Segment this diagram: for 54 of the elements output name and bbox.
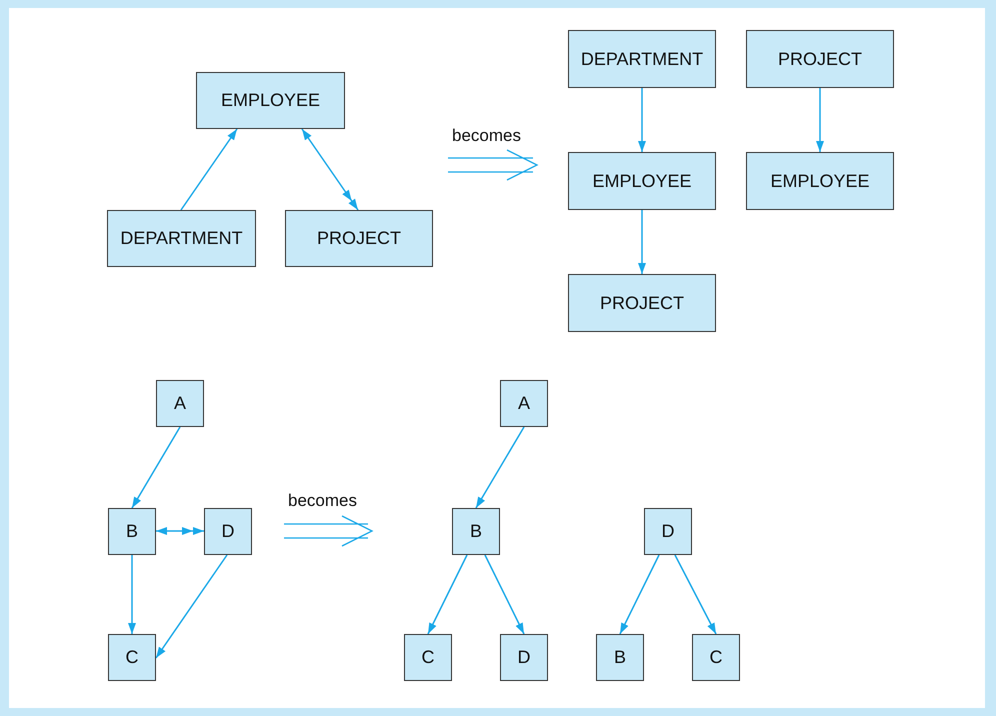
arrow — [475, 426, 525, 508]
node-label: C — [422, 647, 434, 668]
entity-box — [196, 72, 345, 129]
entity-box — [107, 210, 256, 267]
node-label: B — [126, 521, 138, 542]
arrow — [638, 210, 646, 274]
node-label: EMPLOYEE — [770, 170, 870, 192]
node-label: DEPARTMENT — [120, 228, 243, 249]
arrow — [484, 554, 525, 634]
node-label: PROJECT — [600, 292, 684, 314]
node-label: D — [222, 521, 234, 542]
node-box — [452, 508, 500, 555]
arrow-label: becomes — [288, 491, 357, 511]
arrow — [180, 128, 238, 210]
entity-box — [568, 30, 716, 88]
arrow-label: becomes — [452, 126, 521, 146]
entity-box — [568, 152, 716, 210]
node-label: A — [174, 393, 186, 414]
node-label: C — [126, 647, 138, 668]
node-label: B — [470, 521, 482, 542]
entity-box — [568, 274, 716, 332]
node-box — [156, 380, 204, 427]
node-box — [644, 508, 692, 555]
entity-box — [746, 30, 894, 88]
node-label: B — [614, 647, 626, 668]
arrow — [301, 128, 359, 210]
node-label: A — [518, 393, 530, 414]
arrow — [155, 554, 228, 658]
node-label: C — [710, 647, 722, 668]
node-label: EMPLOYEE — [592, 170, 692, 192]
arrow — [131, 426, 181, 508]
node-box — [404, 634, 452, 681]
node-box — [500, 380, 548, 427]
node-box — [692, 634, 740, 681]
arrow — [128, 555, 136, 634]
entity-box — [285, 210, 433, 267]
node-box — [108, 634, 156, 681]
node-box — [596, 634, 644, 681]
node-box — [204, 508, 252, 555]
arrow — [427, 554, 468, 634]
node-box — [500, 634, 548, 681]
node-label: EMPLOYEE — [220, 90, 320, 111]
arrow — [674, 554, 717, 634]
arrow — [638, 88, 646, 152]
entity-box — [746, 152, 894, 210]
node-label: PROJECT — [316, 228, 401, 249]
node-label: PROJECT — [778, 48, 862, 70]
node-label: D — [518, 647, 530, 668]
arrow — [156, 527, 204, 535]
node-label: DEPARTMENT — [580, 48, 704, 70]
arrow — [816, 88, 824, 152]
arrow — [619, 554, 660, 634]
node-label: D — [662, 521, 674, 542]
node-box — [108, 508, 156, 555]
